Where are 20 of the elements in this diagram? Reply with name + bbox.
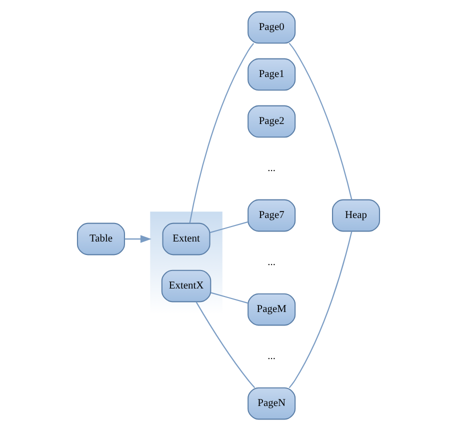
connector (210, 221, 248, 234)
node-box: Extent (162, 222, 210, 256)
node-box: Table (76, 222, 125, 256)
node-box: Page7 (248, 199, 296, 232)
label: ... (268, 257, 276, 268)
node-box: Page1 (248, 58, 296, 91)
connector (189, 43, 254, 224)
node-box: Page0 (248, 11, 296, 44)
node-box: PageM (248, 293, 296, 326)
label: ... (268, 351, 276, 362)
node-box: Page2 (248, 105, 296, 138)
arrow (124, 235, 152, 243)
connector (288, 42, 352, 200)
node-box: PageN (248, 387, 296, 420)
connector (210, 292, 248, 304)
connector (288, 231, 352, 388)
node-box: ExtentX (161, 270, 212, 302)
label: ... (268, 163, 276, 174)
connector (196, 302, 256, 388)
node-box: Heap (332, 199, 380, 232)
